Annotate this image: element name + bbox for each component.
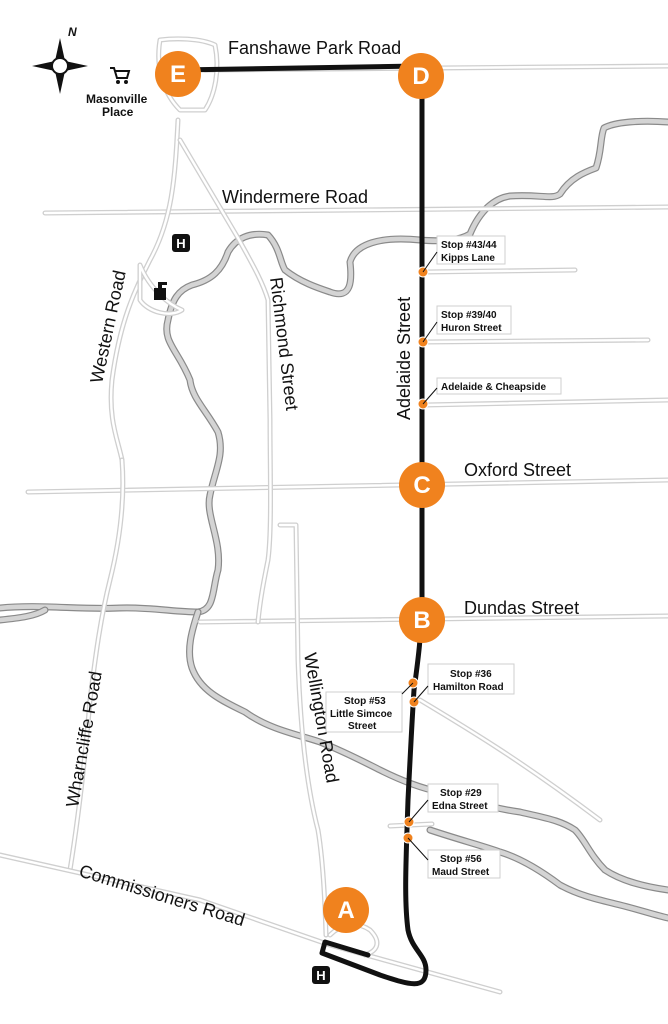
station-c[interactable]: C [399, 462, 445, 508]
station-b[interactable]: B [399, 597, 445, 643]
stop-label-edna[interactable]: Stop #29 Edna Street [427, 783, 499, 813]
stop-label-hamilton[interactable]: Stop #36 Hamilton Road [427, 663, 515, 695]
compass-icon: N [32, 25, 88, 94]
hospital-icon: H [312, 966, 330, 984]
station-e[interactable]: E [155, 51, 201, 97]
svg-text:H: H [316, 968, 325, 983]
stop-label-cheapside[interactable]: Adelaide & Cheapside [436, 377, 562, 395]
svg-text:H: H [176, 236, 185, 251]
svg-text:B: B [413, 607, 430, 634]
svg-text:Kipps Lane: Kipps Lane [441, 253, 495, 264]
building-icon [154, 282, 167, 300]
bus-route [175, 63, 429, 987]
masonville-label-line1: Masonville [86, 92, 148, 106]
shopping-cart-icon [110, 67, 131, 84]
svg-text:Stop #53: Stop #53 [344, 696, 386, 707]
svg-text:A: A [337, 897, 354, 924]
road-label-adelaide: Adelaide Street [394, 297, 414, 420]
stop-leader-lines [401, 251, 438, 861]
svg-text:Huron Street: Huron Street [441, 323, 502, 334]
svg-text:Maud Street: Maud Street [432, 867, 490, 878]
svg-text:Adelaide & Cheapside: Adelaide & Cheapside [441, 382, 546, 393]
road-label-dundas: Dundas Street [464, 598, 579, 618]
road-label-windermere: Windermere Road [222, 187, 368, 207]
station-d[interactable]: D [398, 53, 444, 99]
road-label-fanshawe: Fanshawe Park Road [228, 38, 401, 58]
hospital-icon: H [172, 234, 190, 252]
road-network [0, 36, 668, 995]
stop-label-huron[interactable]: Stop #39/40 Huron Street [436, 305, 512, 335]
svg-text:Street: Street [348, 721, 377, 732]
svg-text:Stop #39/40: Stop #39/40 [441, 310, 497, 321]
compass-north-label: N [68, 25, 77, 39]
svg-text:Edna Street: Edna Street [432, 801, 488, 812]
stop-label-maud[interactable]: Stop #56 Maud Street [427, 849, 501, 879]
road-label-wharncliffe: Wharncliffe Road [62, 670, 106, 809]
svg-text:D: D [412, 63, 429, 90]
svg-text:Stop #36: Stop #36 [450, 669, 492, 680]
masonville-label-line2: Place [102, 105, 134, 119]
svg-text:Little Simcoe: Little Simcoe [330, 709, 393, 720]
road-label-oxford: Oxford Street [464, 460, 571, 480]
svg-text:Stop #29: Stop #29 [440, 788, 482, 799]
stop-label-kipps[interactable]: Stop #43/44 Kipps Lane [436, 235, 506, 265]
stop-label-simcoe[interactable]: Stop #53 Little Simcoe Street [325, 691, 403, 733]
svg-text:E: E [170, 61, 186, 88]
svg-text:Hamilton Road: Hamilton Road [433, 682, 504, 693]
svg-text:Stop #56: Stop #56 [440, 854, 482, 865]
road-label-commissioners: Commissioners Road [77, 861, 247, 930]
svg-text:Stop #43/44: Stop #43/44 [441, 240, 497, 251]
station-a[interactable]: A [323, 887, 369, 933]
svg-text:C: C [413, 472, 430, 499]
